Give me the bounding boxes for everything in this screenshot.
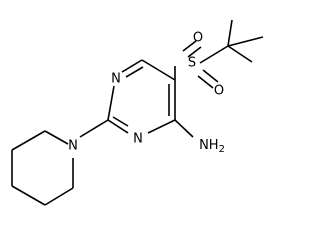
piperidine-ring: [11, 130, 74, 206]
bond-c2-n-piperidine: [79, 119, 109, 138]
bond-c6-n1-inner: [125, 66, 144, 78]
atom-oxygen-top: O: [193, 31, 203, 46]
bond-n3-c4: [147, 119, 176, 134]
bond-pip-n-c2: [44, 130, 69, 145]
amine-subscript: 2: [219, 144, 225, 155]
molecule-drawing: N N N S O O NH2: [11, 19, 264, 206]
bond-c4-amine: [174, 119, 194, 138]
bond-pip-c2-c3: [11, 130, 46, 151]
bond-tbu-methyl-bottom: [227, 45, 253, 63]
pyrimidine-ring: [107, 59, 176, 134]
bond-s-tert-carbon: [199, 45, 229, 64]
bond-pip-c5-c6: [44, 187, 74, 206]
atom-sulfur: S: [188, 56, 196, 71]
atom-amine: NH2: [199, 138, 225, 155]
tert-butyl-group: [227, 19, 264, 63]
sulfonyl-group: [182, 40, 229, 89]
bond-c2-n3: [107, 119, 129, 134]
bond-n1-c2: [107, 85, 115, 121]
bond-pip-c4-c5: [11, 185, 46, 206]
bond-tbu-methyl-top: [227, 19, 233, 47]
bond-c2-n3-inner: [112, 116, 129, 127]
bond-s-o-top-b: [187, 46, 202, 58]
bond-tbu-methyl-right: [227, 36, 264, 47]
bond-s-o-bottom-a: [197, 75, 214, 89]
atom-n-bottom: N: [133, 132, 143, 147]
bond-s-o-bottom-b: [202, 69, 219, 83]
atom-n-piperidine: N: [68, 139, 78, 154]
bond-s-o-top-a: [182, 40, 197, 52]
structure-diagram: N N N S O O NH2: [11, 19, 264, 206]
bond-c6-c5: [141, 59, 176, 81]
atom-n-top: N: [111, 72, 121, 87]
amine-label: NH: [199, 138, 219, 153]
bond-c6-n1: [121, 59, 143, 73]
atom-oxygen-bottom: O: [214, 84, 224, 99]
